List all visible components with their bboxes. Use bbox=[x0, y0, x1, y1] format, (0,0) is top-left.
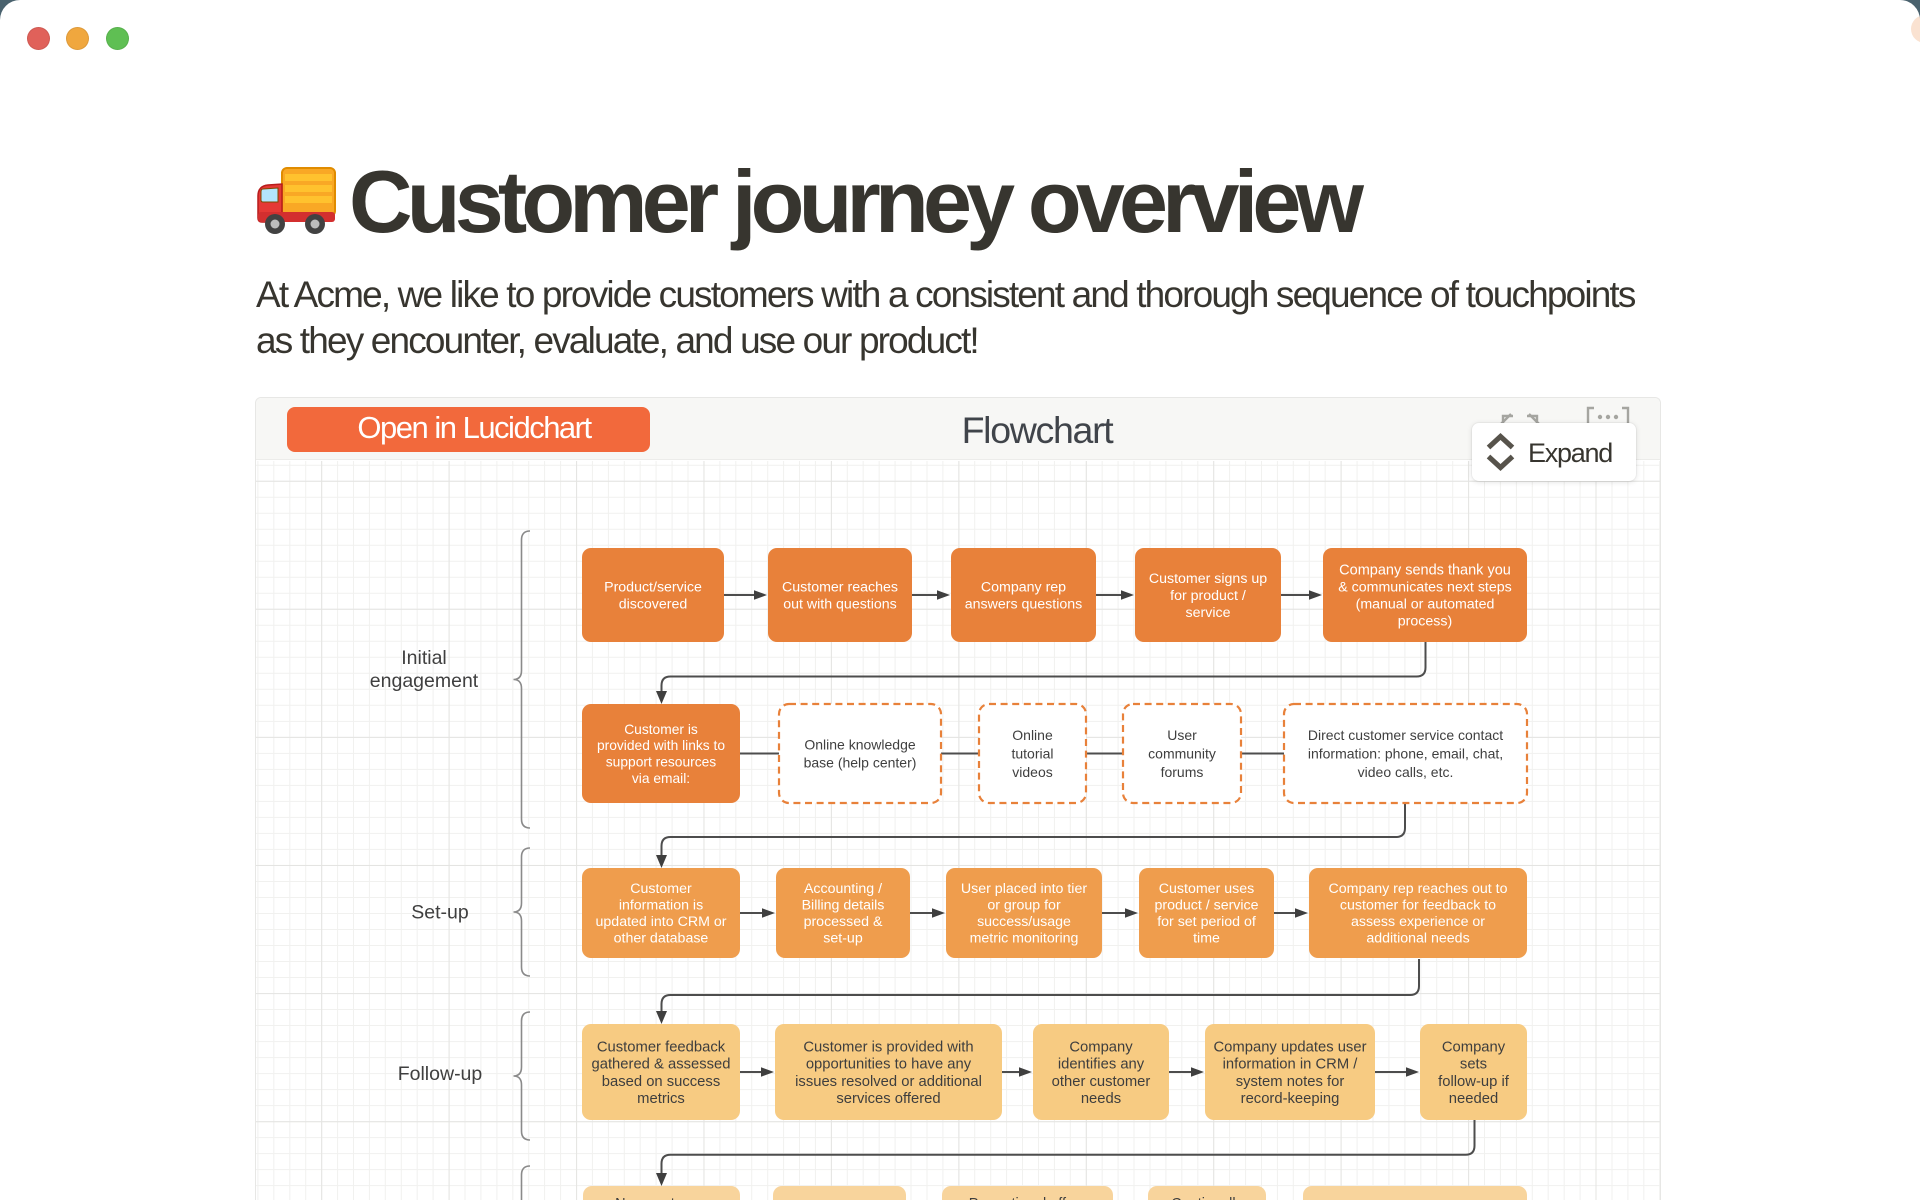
svg-text:Continually: Continually bbox=[1171, 1196, 1243, 1200]
svg-text:Initial: Initial bbox=[401, 647, 447, 669]
svg-text:video calls, etc.: video calls, etc. bbox=[1358, 764, 1454, 780]
svg-text:discovered: discovered bbox=[619, 597, 688, 613]
svg-text:answers questions: answers questions bbox=[965, 597, 1083, 613]
svg-text:needs: needs bbox=[1081, 1091, 1121, 1107]
svg-text:Company rep reaches out to: Company rep reaches out to bbox=[1328, 881, 1507, 897]
svg-text:sets: sets bbox=[1460, 1057, 1487, 1073]
svg-text:Customer signs up: Customer signs up bbox=[1149, 571, 1267, 587]
svg-text:Accounting /: Accounting / bbox=[804, 881, 882, 897]
svg-text:Promotional offers: Promotional offers bbox=[969, 1196, 1086, 1200]
svg-text:metrics: metrics bbox=[637, 1091, 685, 1107]
svg-text:Direct customer service contac: Direct customer service contact bbox=[1308, 727, 1503, 743]
svg-text:opportunities to have any: opportunities to have any bbox=[806, 1057, 972, 1073]
svg-text:based on success: based on success bbox=[602, 1074, 720, 1090]
svg-text:Product/service: Product/service bbox=[604, 580, 702, 596]
svg-text:metric monitoring: metric monitoring bbox=[970, 931, 1079, 947]
svg-text:product / service: product / service bbox=[1154, 898, 1258, 914]
svg-text:Company: Company bbox=[1069, 1039, 1133, 1055]
svg-text:Customer feedback: Customer feedback bbox=[597, 1039, 726, 1055]
svg-text:needed: needed bbox=[1449, 1091, 1498, 1107]
svg-text:Customer is provided with: Customer is provided with bbox=[803, 1039, 973, 1055]
svg-text:other database: other database bbox=[614, 931, 709, 947]
svg-text:issues resolved or additional: issues resolved or additional bbox=[795, 1074, 982, 1090]
svg-text:information in CRM /: information in CRM / bbox=[1223, 1057, 1359, 1073]
svg-text:set-up: set-up bbox=[823, 931, 863, 947]
svg-text:Company: Company bbox=[1442, 1039, 1506, 1055]
svg-text:support resources: support resources bbox=[606, 755, 717, 770]
svg-text:via email:: via email: bbox=[632, 771, 690, 786]
svg-text:for product /: for product / bbox=[1170, 588, 1246, 604]
svg-text:Customer uses: Customer uses bbox=[1159, 881, 1254, 897]
svg-text:service: service bbox=[1186, 605, 1231, 621]
svg-text:time: time bbox=[1193, 931, 1220, 947]
svg-text:Billing details: Billing details bbox=[802, 898, 885, 914]
svg-text:out with questions: out with questions bbox=[783, 597, 897, 613]
svg-text:assess experience or: assess experience or bbox=[1351, 914, 1485, 930]
svg-text:other customer: other customer bbox=[1052, 1074, 1151, 1090]
svg-text:Company sends thank you: Company sends thank you bbox=[1339, 563, 1511, 579]
svg-text:processed &: processed & bbox=[804, 914, 883, 930]
svg-text:Customer is: Customer is bbox=[624, 722, 698, 737]
svg-text:User: User bbox=[1167, 727, 1197, 743]
svg-text:identifies any: identifies any bbox=[1058, 1057, 1145, 1073]
svg-text:follow-up if: follow-up if bbox=[1438, 1074, 1510, 1090]
svg-text:Online knowledge: Online knowledge bbox=[804, 737, 916, 753]
svg-text:Customer: Customer bbox=[630, 881, 692, 897]
svg-text:(manual or automated: (manual or automated bbox=[1356, 597, 1495, 613]
svg-text:base (help center): base (help center) bbox=[804, 754, 917, 770]
svg-text:information is: information is bbox=[619, 898, 703, 914]
svg-text:Customer reaches: Customer reaches bbox=[782, 580, 898, 596]
svg-text:forums: forums bbox=[1161, 764, 1204, 780]
svg-text:success/usage: success/usage bbox=[977, 914, 1071, 930]
svg-text:process): process) bbox=[1398, 614, 1452, 630]
svg-text:Company rep: Company rep bbox=[981, 580, 1066, 596]
svg-text:record-keeping: record-keeping bbox=[1241, 1091, 1340, 1107]
svg-text:customer for feedback to: customer for feedback to bbox=[1340, 898, 1496, 914]
svg-text:provided with links to: provided with links to bbox=[597, 738, 725, 753]
svg-text:& communicates next steps: & communicates next steps bbox=[1338, 580, 1511, 596]
svg-text:Online: Online bbox=[1012, 727, 1053, 743]
svg-text:Set-up: Set-up bbox=[411, 902, 469, 924]
svg-text:community: community bbox=[1148, 745, 1216, 761]
svg-text:engagement: engagement bbox=[370, 670, 479, 692]
svg-text:for set period of: for set period of bbox=[1157, 914, 1256, 930]
svg-text:tutorial: tutorial bbox=[1011, 745, 1053, 761]
svg-text:gathered & assessed: gathered & assessed bbox=[591, 1057, 730, 1073]
svg-text:User placed into tier: User placed into tier bbox=[961, 881, 1087, 897]
svg-text:updated into CRM or: updated into CRM or bbox=[596, 914, 727, 930]
svg-text:Company updates user: Company updates user bbox=[1214, 1039, 1367, 1055]
svg-text:information: phone, email, cha: information: phone, email, chat, bbox=[1308, 745, 1503, 761]
svg-text:New customer: New customer bbox=[615, 1196, 708, 1200]
svg-text:videos: videos bbox=[1012, 764, 1052, 780]
svg-text:or group for: or group for bbox=[987, 898, 1061, 914]
svg-text:services offered: services offered bbox=[836, 1091, 940, 1107]
svg-text:additional needs: additional needs bbox=[1366, 931, 1469, 947]
svg-text:system notes for: system notes for bbox=[1236, 1074, 1345, 1090]
svg-text:Follow-up: Follow-up bbox=[398, 1063, 483, 1085]
